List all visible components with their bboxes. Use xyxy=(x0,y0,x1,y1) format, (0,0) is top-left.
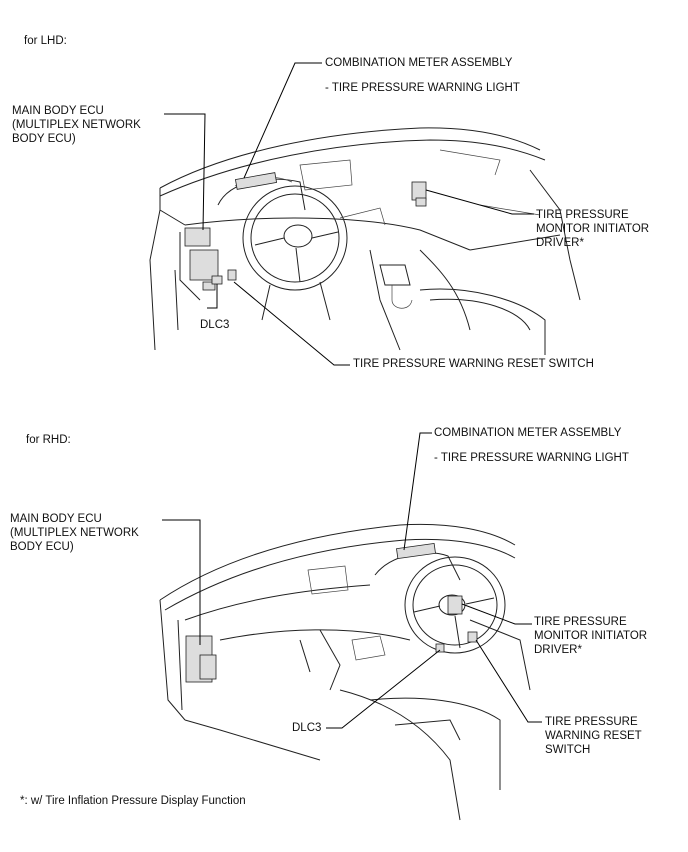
lhd-dashboard-illustration xyxy=(149,127,581,355)
footnote: *: w/ Tire Inflation Pressure Display Fu… xyxy=(20,795,246,807)
lhd-dlc3-label: DLC3 xyxy=(200,319,230,331)
lhd-heading: for LHD: xyxy=(24,35,67,47)
rhd-dashboard-illustration xyxy=(159,523,531,821)
rhd-main-body-ecu-label: MAIN BODY ECU (MULTIPLEX NETWORK BODY EC… xyxy=(10,513,139,553)
lhd-warning-light-label: - TIRE PRESSURE WARNING LIGHT xyxy=(325,82,520,94)
lhd-main-body-ecu-label: MAIN BODY ECU (MULTIPLEX NETWORK BODY EC… xyxy=(12,105,141,145)
lhd-combination-meter-label: COMBINATION METER ASSEMBLY xyxy=(325,57,513,69)
lhd-reset-switch-label: TIRE PRESSURE WARNING RESET SWITCH xyxy=(353,358,594,370)
rhd-warning-light-label: - TIRE PRESSURE WARNING LIGHT xyxy=(434,452,629,464)
lhd-initiator-driver-label: TIRE PRESSURE MONITOR INITIATOR DRIVER* xyxy=(536,209,650,249)
rhd-dlc3-label: DLC3 xyxy=(292,722,322,734)
lhd-leader-lines xyxy=(164,62,534,366)
rhd-heading: for RHD: xyxy=(26,434,71,446)
rhd-combination-meter-label: COMBINATION METER ASSEMBLY xyxy=(434,427,622,439)
rhd-reset-switch-label: TIRE PRESSURE WARNING RESET SWITCH xyxy=(545,716,642,756)
rhd-initiator-driver-label: TIRE PRESSURE MONITOR INITIATOR DRIVER* xyxy=(534,616,648,656)
rhd-leader-lines xyxy=(162,432,542,729)
